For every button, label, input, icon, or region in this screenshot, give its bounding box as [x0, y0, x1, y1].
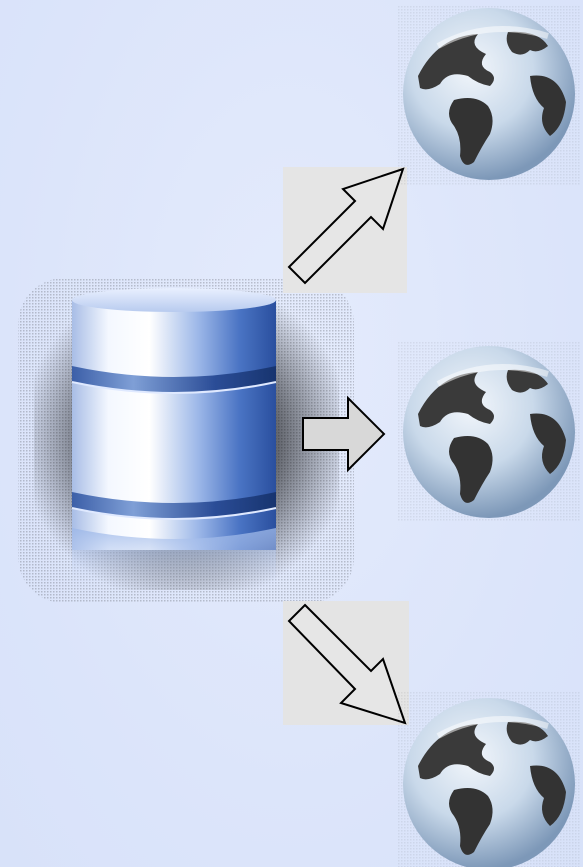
globe-icon [398, 692, 581, 867]
arrow-right-icon [298, 394, 388, 474]
globe-icon [398, 6, 581, 186]
arrow-down-right-icon [283, 601, 411, 727]
arrow-up-right-icon [283, 167, 407, 293]
database-icon [14, 270, 359, 610]
globe-icon [398, 342, 581, 522]
